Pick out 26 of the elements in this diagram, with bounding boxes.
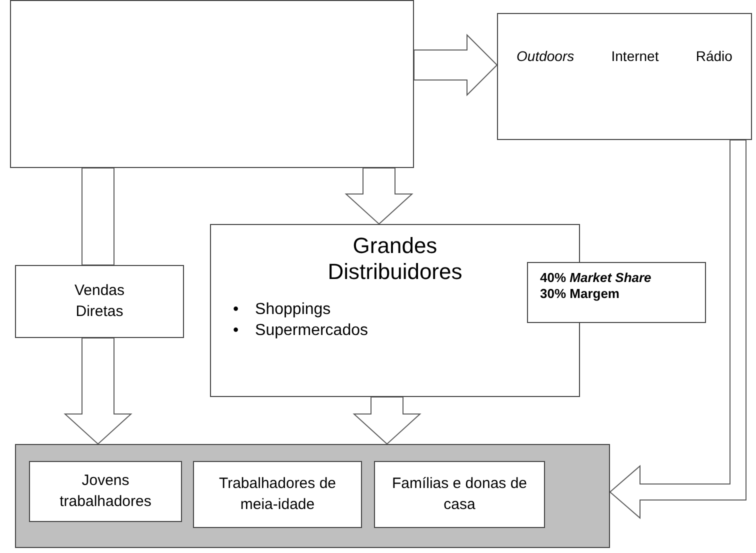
audience-band xyxy=(15,444,610,548)
channel-box xyxy=(15,265,184,338)
block-arrow xyxy=(609,140,746,520)
box-text: Jovens trabalhadores xyxy=(58,471,152,512)
note-text: 40% Market Share xyxy=(540,270,652,286)
block-arrow xyxy=(352,396,422,445)
company-box xyxy=(10,0,414,168)
box-text: Vendas Diretas xyxy=(73,281,126,322)
block-arrow xyxy=(64,338,132,445)
media-label: Internet xyxy=(611,47,659,66)
segment-box xyxy=(29,461,182,522)
media-label: Outdoors xyxy=(516,47,574,66)
list-item: • Supermercados xyxy=(233,320,368,341)
note-text: 30% Margem xyxy=(540,286,620,302)
block-arrow xyxy=(82,168,114,266)
box-title: Grandes Distribuidores xyxy=(326,233,464,286)
segment-box xyxy=(374,461,545,528)
note-box xyxy=(527,262,706,323)
media-label: Rádio xyxy=(696,47,732,66)
box-text: Trabalhadores de meia-idade xyxy=(218,474,338,514)
list-item: • Shoppings xyxy=(233,300,331,320)
box-text: Famílias e donas de casa xyxy=(390,474,528,514)
block-arrow xyxy=(414,34,498,96)
segment-box xyxy=(193,461,362,528)
block-arrow xyxy=(344,168,414,225)
media-box xyxy=(497,13,752,140)
